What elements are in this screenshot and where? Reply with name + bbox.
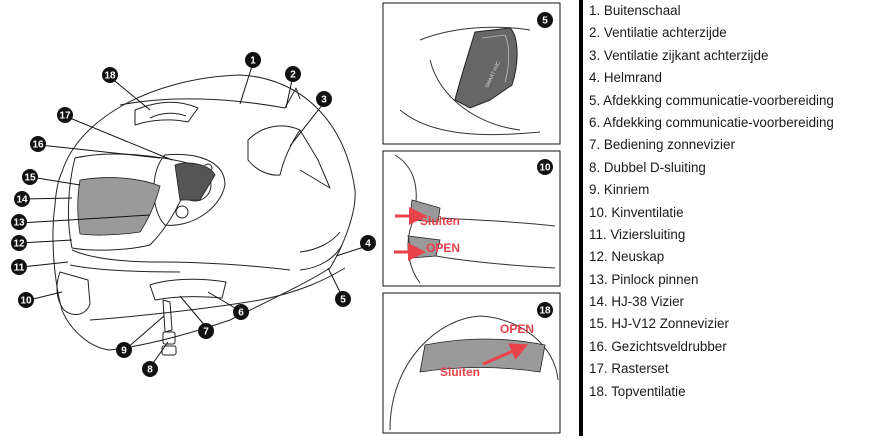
callout-15: 15 [22, 169, 38, 185]
legend-item: 10. Kinventilatie [589, 202, 834, 224]
legend-item: 18. Topventilatie [589, 381, 834, 403]
callout-5: 5 [335, 291, 351, 307]
svg-text:5: 5 [542, 16, 548, 27]
callout-17: 17 [57, 107, 73, 123]
svg-text:9: 9 [121, 346, 127, 357]
inset-top-vent: OPEN Sluiten 18 [383, 293, 560, 433]
legend-item: 5. Afdekking communicatie-voorbereiding [589, 90, 834, 112]
svg-text:17: 17 [59, 111, 71, 122]
legend-item: 12. Neuskap [589, 246, 834, 268]
svg-text:3: 3 [321, 95, 327, 106]
callout-7: 7 [198, 323, 214, 339]
callout-2: 2 [285, 66, 301, 82]
callout-14: 14 [14, 191, 30, 207]
svg-text:5: 5 [340, 295, 346, 306]
svg-text:7: 7 [203, 327, 209, 338]
callout-12: 12 [11, 235, 27, 251]
callout-16: 16 [30, 136, 46, 152]
svg-text:12: 12 [13, 239, 25, 250]
legend-item: 1. Buitenschaal [589, 0, 834, 22]
callout-11: 11 [11, 259, 27, 275]
inset-chin-vent: Sluiten OPEN 10 [383, 151, 560, 286]
legend-item: 7. Bediening zonnevizier [589, 134, 834, 156]
legend-item: 16. Gezichtsveldrubber [589, 336, 834, 358]
legend-list: 1. Buitenschaal 2. Ventilatie achterzijd… [589, 0, 834, 403]
legend-item: 4. Helmrand [589, 67, 834, 89]
callout-10: 10 [18, 292, 34, 308]
legend-item: 3. Ventilatie zijkant achterzijde [589, 45, 834, 67]
callout-3: 3 [316, 91, 332, 107]
legend-item: 8. Dubbel D-sluiting [589, 157, 834, 179]
inner-sun-visor [78, 178, 160, 235]
legend-item: 6. Afdekking communicatie-voorbereiding [589, 112, 834, 134]
svg-text:1: 1 [250, 56, 256, 67]
svg-text:OPEN: OPEN [500, 322, 534, 336]
svg-text:2: 2 [290, 70, 296, 81]
callout-6: 6 [233, 304, 249, 320]
legend-item: 2. Ventilatie achterzijde [589, 22, 834, 44]
svg-text:18: 18 [104, 71, 116, 82]
legend-item: 9. Kinriem [589, 179, 834, 201]
svg-text:4: 4 [365, 239, 371, 250]
callout-9: 9 [116, 342, 132, 358]
callout-18: 18 [102, 67, 118, 83]
legend-divider [579, 0, 583, 436]
legend-item: 17. Rasterset [589, 358, 834, 380]
svg-text:16: 16 [32, 140, 44, 151]
callout-8: 8 [142, 361, 158, 377]
svg-text:15: 15 [24, 173, 36, 184]
svg-text:10: 10 [20, 296, 32, 307]
svg-text:11: 11 [14, 263, 25, 274]
callout-1: 1 [245, 52, 261, 68]
inset-comm-cover: SMART HJC 5 [383, 3, 560, 144]
svg-text:Sluiten: Sluiten [420, 214, 460, 228]
legend-item: 15. HJ-V12 Zonnevizier [589, 313, 834, 335]
legend-item: 13. Pinlock pinnen [589, 269, 834, 291]
svg-text:10: 10 [539, 163, 551, 174]
svg-text:6: 6 [238, 308, 244, 319]
svg-text:Sluiten: Sluiten [440, 365, 480, 379]
svg-text:14: 14 [16, 195, 28, 206]
svg-text:8: 8 [147, 365, 153, 376]
parts-legend: 1. Buitenschaal 2. Ventilatie achterzijd… [579, 0, 874, 436]
callout-4: 4 [360, 235, 376, 251]
legend-item: 11. Viziersluiting [589, 224, 834, 246]
legend-item: 14. HJ-38 Vizier [589, 291, 834, 313]
svg-text:18: 18 [539, 306, 551, 317]
svg-text:13: 13 [13, 218, 25, 229]
callout-13: 13 [11, 214, 27, 230]
svg-text:OPEN: OPEN [426, 241, 460, 255]
